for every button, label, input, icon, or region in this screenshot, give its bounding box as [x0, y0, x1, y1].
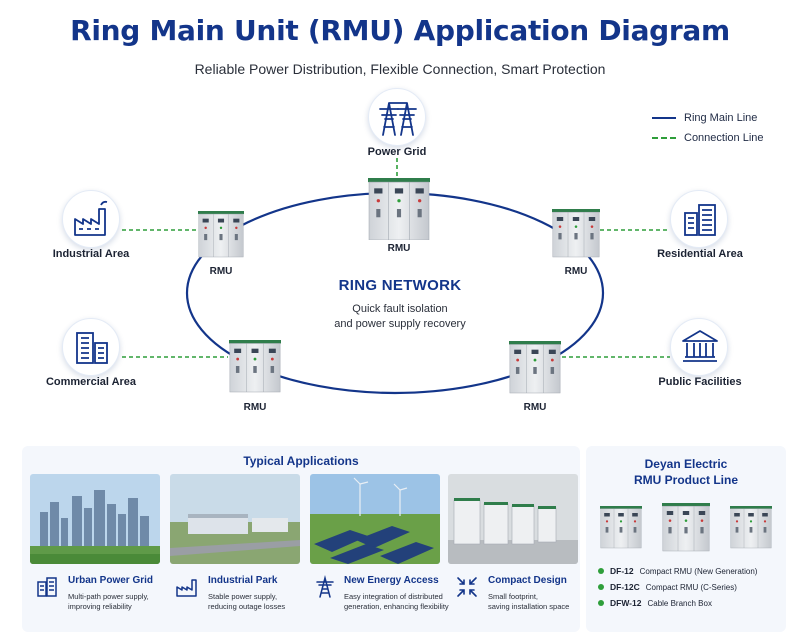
app-desc-compact-design-line2: saving installation space: [488, 602, 570, 611]
rmu-label-left: RMU: [209, 266, 233, 277]
product-desc: Cable Branch Box: [647, 598, 712, 608]
rmu-label-bottom-left: RMU: [243, 402, 267, 413]
green-dot-icon: [598, 568, 604, 574]
ring-desc-line1: Quick fault isolation: [352, 303, 448, 315]
legend-connection-label: Connection Line: [684, 132, 764, 144]
connection-lines: [122, 158, 670, 358]
city-buildings-icon: [37, 577, 57, 597]
app-desc-industrial-park-line2: reducing outage losses: [208, 602, 286, 611]
app-name-urban-grid: Urban Power Grid: [68, 575, 154, 586]
public-building-icon: [670, 318, 728, 376]
new-energy-photo: [310, 474, 440, 564]
product-cabinets-image: [600, 502, 772, 552]
app-desc-new-energy-line2: generation, enhancing flexibility: [344, 602, 449, 611]
app-name-industrial-park: Industrial Park: [208, 575, 278, 586]
rmu-label-bottom-right: RMU: [523, 402, 547, 413]
residential-building-icon: [670, 190, 728, 248]
rmu-cabinet-right: [552, 208, 600, 258]
app-desc-urban-grid: Multi-path power supply, improving relia…: [68, 592, 176, 612]
product-line-panel: Deyan Electric RMU Product Line DF-12 Co…: [586, 446, 786, 632]
rmu-cabinet-bottom-left: [229, 339, 281, 393]
legend-ring-main-label: Ring Main Line: [684, 112, 758, 124]
ring-network-title: RING NETWORK: [338, 277, 462, 294]
product-code: DF-12C: [610, 582, 640, 592]
ring-desc-line2: and power supply recovery: [334, 318, 466, 330]
app-desc-new-energy-line1: Easy integration of distributed: [344, 592, 443, 601]
node-label-industrial: Industrial Area: [52, 248, 130, 260]
solid-line-swatch: [652, 117, 676, 119]
product-desc: Compact RMU (New Generation): [639, 566, 758, 576]
legend-ring-main: Ring Main Line: [652, 108, 764, 128]
product-code: DF-12: [610, 566, 634, 576]
ring-diagram: [122, 158, 670, 395]
urban-grid-photo: [30, 474, 160, 564]
transmission-tower-icon: [368, 88, 426, 146]
app-desc-new-energy: Easy integration of distributed generati…: [344, 592, 470, 612]
green-dot-icon: [598, 584, 604, 590]
node-label-residential: Residential Area: [657, 248, 743, 260]
app-name-compact-design: Compact Design: [488, 575, 567, 586]
power-tower-small-icon: [316, 575, 334, 598]
product-line-title: Deyan Electric RMU Product Line: [586, 456, 786, 488]
app-desc-industrial-park-line1: Stable power supply,: [208, 592, 278, 601]
node-label-power-grid: Power Grid: [367, 146, 427, 158]
typical-applications-title: Typical Applications: [243, 454, 359, 468]
rmu-cabinet-bottom-right: [509, 340, 561, 394]
page-title: Ring Main Unit (RMU) Application Diagram: [70, 14, 730, 47]
rmu-label-right: RMU: [564, 266, 588, 277]
app-desc-compact-design: Small footprint, saving installation spa…: [488, 592, 578, 612]
compact-design-photo: [448, 474, 578, 564]
rmu-cabinet-left: [198, 210, 244, 258]
product-row-df12c: DF-12C Compact RMU (C-Series): [598, 582, 737, 592]
industrial-park-photo: [170, 474, 300, 564]
node-label-public: Public Facilities: [658, 376, 742, 388]
app-desc-compact-design-line1: Small footprint,: [488, 592, 539, 601]
product-title-line1: Deyan Electric: [644, 457, 728, 471]
compress-arrows-icon: [457, 577, 477, 597]
app-desc-urban-grid-line1: Multi-path power supply,: [68, 592, 149, 601]
legend-connection: Connection Line: [652, 128, 764, 148]
page-subtitle: Reliable Power Distribution, Flexible Co…: [194, 61, 606, 77]
app-desc-urban-grid-line2: improving reliability: [68, 602, 132, 611]
ring-network-desc: Quick fault isolation and power supply r…: [290, 302, 510, 332]
product-title-line2: RMU Product Line: [634, 473, 738, 487]
factory-small-icon: [176, 579, 197, 597]
product-desc: Compact RMU (C-Series): [645, 582, 737, 592]
app-name-new-energy: New Energy Access: [344, 575, 439, 586]
rmu-cabinet-top: [368, 178, 430, 240]
product-row-df12: DF-12 Compact RMU (New Generation): [598, 566, 757, 576]
commercial-building-icon: [62, 318, 120, 376]
product-row-dfw12: DFW-12 Cable Branch Box: [598, 598, 712, 608]
legend: Ring Main Line Connection Line: [652, 108, 764, 148]
green-dot-icon: [598, 600, 604, 606]
node-label-commercial: Commercial Area: [45, 376, 137, 388]
app-desc-industrial-park: Stable power supply, reducing outage los…: [208, 592, 316, 612]
dashed-line-swatch: [652, 137, 676, 139]
factory-icon: [62, 190, 120, 248]
typical-applications-panel: Typical Applications: [22, 446, 580, 632]
product-code: DFW-12: [610, 598, 642, 608]
rmu-label-top: RMU: [387, 243, 411, 254]
